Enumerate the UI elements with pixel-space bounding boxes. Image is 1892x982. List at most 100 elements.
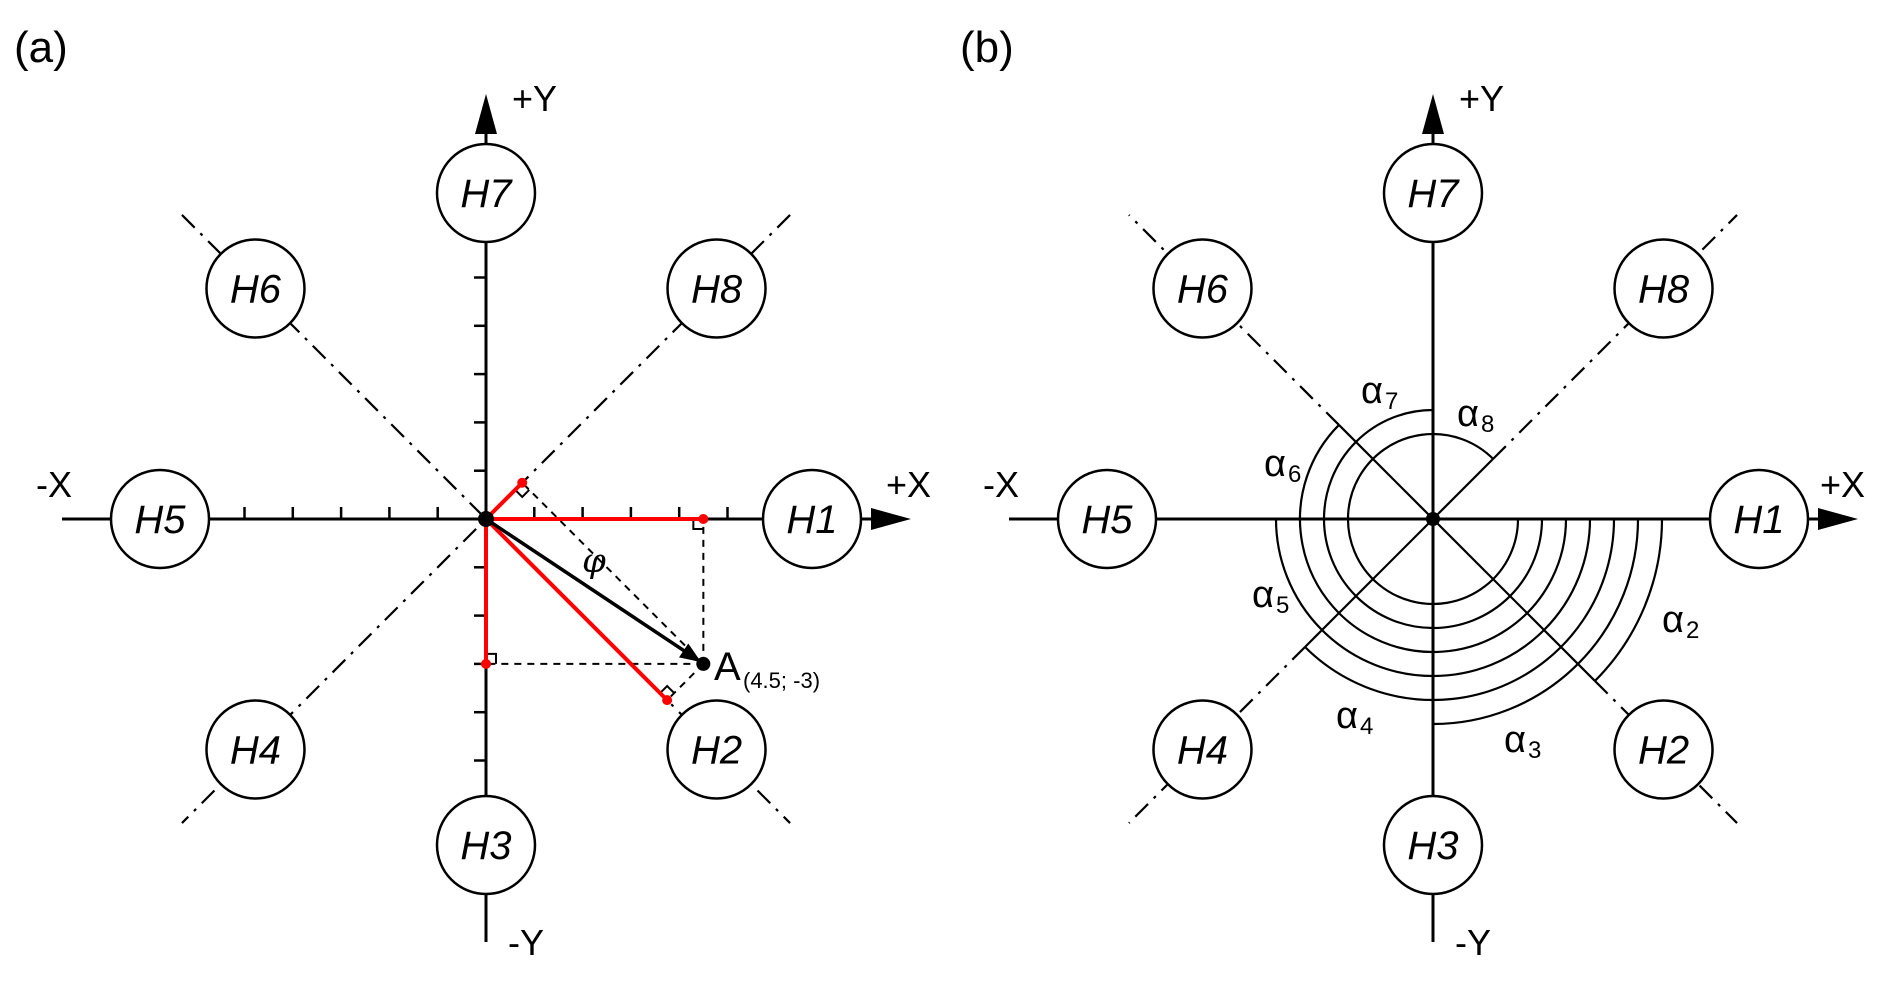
svg-text:α: α: [1361, 370, 1383, 412]
perpendicular-dashed: [521, 482, 705, 665]
direction-node-h2: H2: [666, 699, 767, 800]
right-angle-mark: [692, 519, 704, 530]
node-label: H8: [691, 267, 743, 311]
origin-point: [478, 511, 494, 527]
node-label: H2: [1638, 729, 1689, 773]
origin-point: [1426, 512, 1440, 526]
svg-text:2: 2: [1686, 617, 1699, 644]
panel-b-neg-y-label: -Y: [1455, 922, 1491, 963]
diagonal-solid: [1338, 424, 1434, 520]
angle-arc-alpha-5: [1274, 518, 1592, 678]
node-label: H8: [1638, 267, 1690, 311]
node-label: H4: [230, 729, 281, 773]
point-a: [696, 656, 711, 671]
direction-node-h6: H6: [1152, 238, 1253, 339]
svg-text:α: α: [1662, 599, 1684, 641]
node-label: H2: [691, 729, 742, 773]
projection-point: [662, 695, 673, 706]
projection-vector: [484, 517, 669, 702]
node-circle: [1613, 238, 1714, 339]
angle-arc-alpha-2: [1594, 518, 1664, 682]
panel-b-neg-x-label: -X: [983, 464, 1019, 505]
direction-node-h5: H5: [1056, 468, 1158, 570]
point-a-label: A: [714, 645, 741, 689]
node-circle: [1708, 468, 1810, 570]
node-circle: [1613, 699, 1714, 800]
node-label: H4: [1177, 729, 1228, 773]
direction-node-h3: H3: [435, 794, 537, 896]
phi-label: φ: [582, 541, 606, 581]
direction-node-h8: H8: [1613, 238, 1714, 339]
svg-text:α: α: [1457, 393, 1479, 435]
panel-a-neg-x-label: -X: [36, 464, 72, 505]
panel-a-neg-y-label: -Y: [508, 922, 544, 963]
y-axis-arrow-icon: [1422, 94, 1444, 134]
direction-node-h7: H7: [1382, 142, 1484, 244]
node-label: H5: [1081, 498, 1133, 542]
svg-text:α: α: [1504, 719, 1526, 761]
node-circle: [1152, 238, 1253, 339]
node-label: H3: [1407, 824, 1458, 868]
angle-arc-alpha-3: [1432, 518, 1640, 726]
right-angle-mark: [486, 652, 497, 664]
angle-arc-alpha-6: [1298, 424, 1568, 654]
x-axis-arrow-icon: [1818, 508, 1858, 530]
node-label: H1: [786, 498, 837, 542]
x-axis-arrow-icon: [871, 508, 911, 530]
node-circle: [1056, 468, 1158, 570]
perpendicular-dashed: [666, 663, 705, 701]
node-circle: [1382, 142, 1484, 244]
projection-point: [698, 514, 709, 524]
node-circle: [666, 238, 767, 339]
y-axis-arrow-icon: [475, 94, 497, 134]
point-a-coords: (4.5; -3): [743, 668, 820, 693]
node-circle: [1382, 794, 1484, 896]
diagonal-solid: [1432, 518, 1596, 682]
panel-a-label: (a): [14, 23, 68, 72]
angle-arc-alpha-4: [1304, 518, 1616, 702]
svg-text:α: α: [1336, 695, 1358, 737]
node-label: H7: [1407, 172, 1460, 216]
direction-node-h1: H1: [761, 468, 863, 570]
direction-node-h6: H6: [205, 238, 306, 339]
direction-node-h3: H3: [1382, 794, 1484, 896]
direction-node-h1: H1: [1708, 468, 1810, 570]
node-label: H6: [1177, 267, 1229, 311]
direction-node-h8: H8: [666, 238, 767, 339]
svg-text:α: α: [1264, 443, 1286, 485]
node-circle: [435, 142, 537, 244]
panel-a-pos-y-label: +Y: [512, 78, 557, 119]
node-circle: [205, 238, 306, 339]
panel-b-pos-x-label: +X: [1820, 464, 1865, 505]
svg-text:4: 4: [1360, 713, 1373, 740]
svg-text:5: 5: [1276, 592, 1289, 619]
node-circle: [205, 699, 306, 800]
direction-node-h4: H4: [1152, 699, 1253, 800]
direction-node-h2: H2: [1613, 699, 1714, 800]
right-angle-mark: [659, 684, 675, 694]
projection-point: [481, 658, 491, 669]
direction-node-h7: H7: [435, 142, 537, 244]
projection-point: [517, 477, 528, 488]
svg-text:8: 8: [1481, 411, 1494, 438]
direction-node-h5: H5: [109, 468, 211, 570]
diagonal-solid: [1304, 518, 1434, 648]
svg-text:3: 3: [1528, 737, 1541, 764]
node-circle: [435, 794, 537, 896]
projection-vector: [484, 481, 524, 521]
node-circle: [761, 468, 863, 570]
right-angle-mark: [514, 489, 531, 499]
panel-b-pos-y-label: +Y: [1459, 78, 1504, 119]
svg-text:6: 6: [1288, 461, 1301, 488]
diagonal-solid: [1432, 458, 1494, 520]
angle-arc-alpha-7: [1322, 408, 1544, 630]
